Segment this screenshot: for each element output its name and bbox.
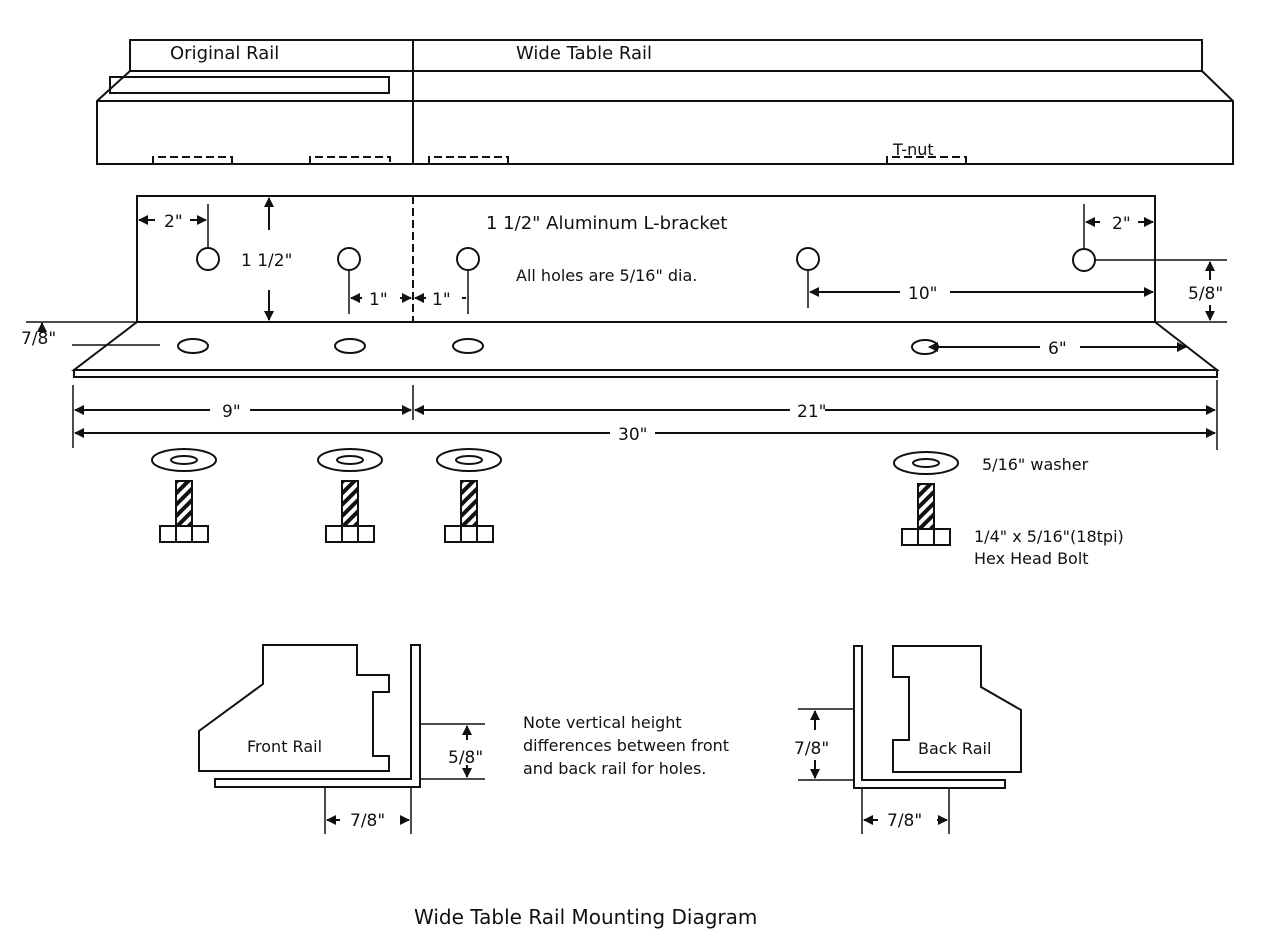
tnut-recess [152,156,233,164]
bracket-flange-edge [73,369,1218,378]
flange-hole [177,338,209,354]
bracket-label: 1 1/2" Aluminum L-bracket [486,213,727,234]
bracket-flange [71,321,1220,371]
dim-hole-to-seam: 1" [369,290,388,310]
dim-flange-to-end: 6" [1048,339,1067,359]
dim-right-hole-height: 5/8" [1188,284,1223,304]
original-rail-slot [109,76,390,94]
washer-bolt-assembly [317,448,383,543]
wide-rail-label: Wide Table Rail [516,43,652,64]
dim-front-height: 5/8" [448,748,483,768]
dim-left-2in: 2" [164,212,183,232]
tnut-recess [309,156,391,164]
rail-body-outline [96,70,1234,165]
bracket-hole [796,247,820,271]
back-rail-shape [892,645,1022,773]
bracket-hole [196,247,220,271]
original-rail-label: Original Rail [170,43,279,64]
dim-overall: 30" [618,425,647,445]
dim-seam-to-hole: 1" [432,290,451,310]
dim-flange-depth: 7/8" [21,329,56,349]
height-note: Note vertical height differences between… [523,713,729,778]
dim-height: 1 1/2" [241,251,292,271]
bolt-label-line1: 1/4" x 5/16"(18tpi) [974,527,1124,546]
flange-hole [452,338,484,354]
bracket-dimensions: 2" 1 1/2" 1" 1" 10" 2" 5/8" 7/ [21,197,1227,359]
front-l-bracket [214,644,421,788]
flange-hole [334,338,366,354]
back-l-bracket [853,645,1006,789]
bracket-vertical-face [136,195,1156,322]
washer-bolt-assembly [436,448,502,543]
note-line1: Note vertical height [523,713,682,732]
back-rail-profile: Back Rail 7/8" 7/8" [794,645,1022,834]
washer-bolt-assembly [151,448,217,543]
front-rail-profile: Front Rail 5/8" 7/8" [198,644,485,834]
l-bracket: 1 1/2" Aluminum L-bracket All holes are … [26,195,1220,378]
dim-back-depth: 7/8" [887,811,922,831]
diagram-title: Wide Table Rail Mounting Diagram [414,905,757,929]
tnut-recess [428,156,509,164]
tnut-label: T-nut [892,140,934,159]
front-rail-shape [198,644,390,772]
dim-hole-spacing: 10" [908,284,937,304]
washer-bolt-assembly [893,451,959,546]
dim-right-section: 21" [797,402,826,422]
overall-dimensions: 9" 21" 30" [72,380,1218,450]
dim-right-2in: 2" [1112,214,1131,234]
rail-top-face [129,39,1203,72]
front-rail-label: Front Rail [247,737,322,756]
dim-front-depth: 7/8" [350,811,385,831]
hardware: 5/16" washer 1/4" x 5/16"(18tpi) Hex Hea… [151,448,1124,568]
top-rail-view: Original Rail Wide Table Rail T-nut [96,39,1234,165]
back-rail-label: Back Rail [918,739,991,758]
bracket-hole [337,247,361,271]
bolt-label-line2: Hex Head Bolt [974,549,1089,568]
note-line3: and back rail for holes. [523,759,706,778]
washer-label: 5/16" washer [982,455,1089,474]
bracket-hole [1072,248,1096,272]
tnut-recess [886,156,967,164]
hole-note: All holes are 5/16" dia. [516,266,697,285]
dim-left-section: 9" [222,402,241,422]
bracket-hole [456,247,480,271]
dim-back-height: 7/8" [794,739,829,759]
note-line2: differences between front [523,736,729,755]
